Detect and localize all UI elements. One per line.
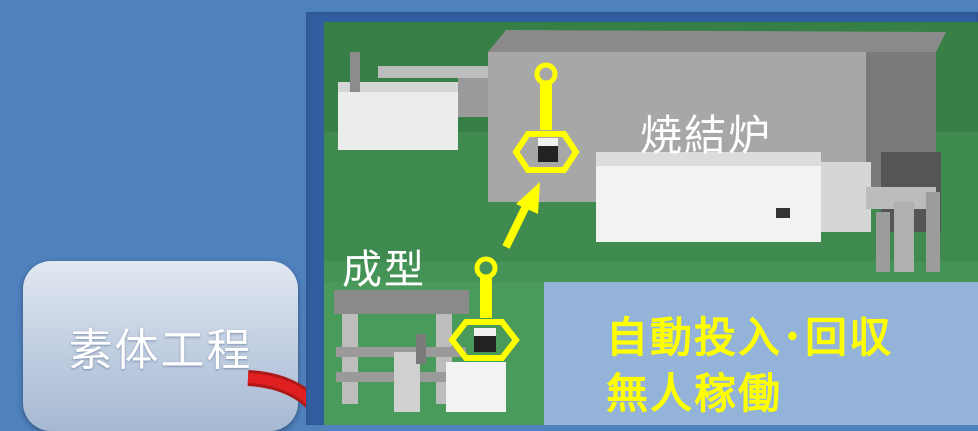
left-panel: 素体工程	[0, 12, 306, 431]
up-arrow-icon	[502, 182, 540, 249]
molding-label: 成型	[342, 247, 426, 293]
info-line-auto: 自動投入･回収	[606, 313, 894, 362]
process-label: 素体工程	[68, 325, 253, 376]
info-box: 自動投入･回収 無人稼働	[544, 282, 978, 425]
robot-gripper-icon	[448, 256, 520, 361]
factory-scene: 焼結炉 成型 自動投入･回収 無人稼働	[306, 12, 978, 425]
robot-gripper-icon	[512, 62, 580, 173]
furnace-label: 焼結炉	[640, 111, 773, 160]
cropped-title-strip	[0, 0, 978, 12]
process-box[interactable]: 素体工程	[23, 261, 298, 431]
info-line-unmanned: 無人稼働	[606, 369, 783, 418]
